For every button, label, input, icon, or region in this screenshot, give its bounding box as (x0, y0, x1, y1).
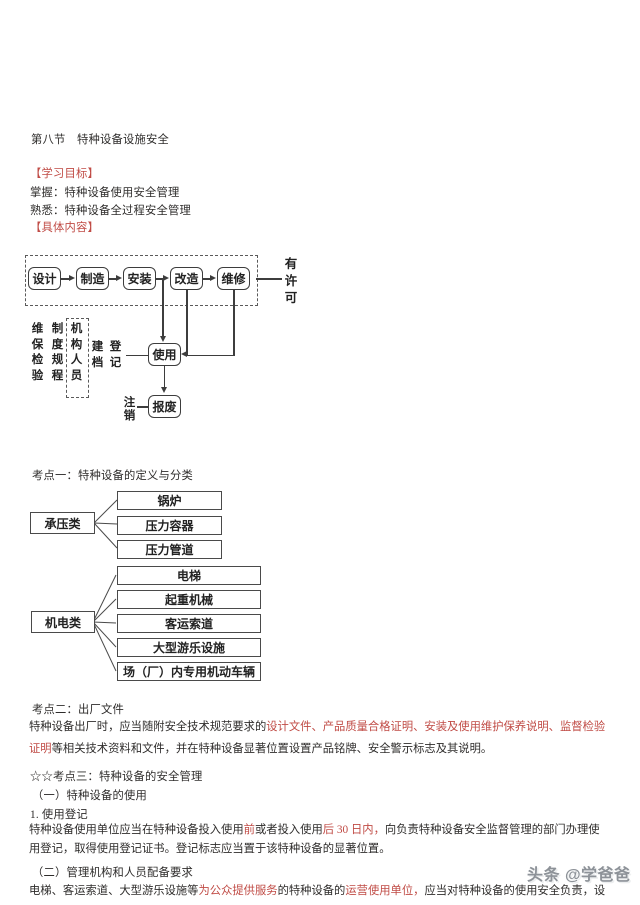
objective-line-familiar: 熟悉：特种设备全过程安全管理 (30, 205, 191, 217)
arrowhead (163, 274, 169, 281)
category-electromechanical: 机电类 (31, 611, 95, 633)
arrowhead (161, 387, 167, 393)
connector-line (233, 290, 235, 356)
registration-label: 登记 (109, 341, 122, 369)
arrowhead (210, 274, 216, 281)
body-text: 电梯、客运索道、大型游乐设施等 (29, 885, 199, 897)
flow-box-use: 使用 (148, 343, 181, 366)
body-text: 特种设备使用单位应当在特种设备投入使用 (29, 824, 244, 836)
keypoint3-item1: 1. 使用登记 (30, 809, 88, 821)
filing-label: 建档 (91, 341, 104, 369)
connector-line (109, 278, 118, 280)
body-text: 向负责特种设备安全监督管理的部门办理使用登记，取得使用登记证书。登记标志应当置于… (29, 824, 600, 855)
body-text: 的特种设备的 (277, 885, 346, 897)
maintenance-inspection-label: 维保检验 (31, 323, 44, 382)
tree-item-boiler: 锅炉 (117, 491, 222, 510)
connector-line (156, 278, 165, 280)
connector-line (137, 406, 148, 408)
flow-box-modify: 改造 (170, 267, 203, 290)
electromechanical-class-tree: 机电类 电梯 起重机械 客运索道 大型游乐设施 场（厂）内专用机动车辆 (0, 566, 640, 682)
flow-box-install: 安装 (123, 267, 156, 290)
category-pressure: 承压类 (30, 512, 95, 534)
tree-item-ropeway: 客运索道 (117, 614, 261, 633)
section-title: 第八节 特种设备设施安全 (31, 134, 169, 146)
connector-line (61, 278, 70, 280)
flow-box-design: 设计 (28, 267, 61, 290)
connector-line (126, 354, 148, 356)
keypoint3-sub1: （一）特种设备的使用 (32, 790, 147, 802)
rules-regulations-label: 制度规程 (51, 323, 64, 382)
highlighted-red-text: 前 (243, 824, 255, 836)
tree-item-crane: 起重机械 (117, 590, 261, 609)
license-connector-line (256, 278, 282, 280)
tree-item-vessel: 压力容器 (117, 516, 222, 535)
keypoint2-paragraph: 特种设备出厂时，应当随附安全技术规范要求的设计文件、产品质量合格证明、安装及使用… (29, 717, 609, 760)
keypoint3-paragraph1: 特种设备使用单位应当在特种设备投入使用前或者投入使用后 30 日内，向负责特种设… (29, 821, 609, 859)
connector-line (203, 278, 212, 280)
keypoint3-paragraph2: 电梯、客运索道、大型游乐设施等为公众提供服务的特种设备的运营使用单位，应当对特种… (29, 882, 609, 901)
connector-line (162, 278, 164, 337)
body-text: 应当对特种设备的使用安全负责，设 (424, 885, 606, 897)
highlighted-red-text: 运营使用单位， (345, 885, 425, 897)
organization-personnel-label: 机构人员 (70, 323, 83, 382)
keypoint2-title: 考点二：出厂文件 (32, 704, 124, 716)
connector-line (187, 354, 234, 356)
licensed-stages-dashed-box (25, 255, 258, 306)
arrowhead (116, 274, 122, 281)
content-header: 【具体内容】 (30, 222, 99, 234)
connector-line (163, 366, 165, 388)
body-text: 特种设备出厂时，应当随附安全技术规范要求的 (29, 721, 267, 733)
tree-item-amusement: 大型游乐设施 (117, 638, 261, 657)
license-required-label: 有许可 (284, 257, 298, 305)
tree-item-elevator: 电梯 (117, 566, 261, 585)
keypoint3-sub2: （二）管理机构和人员配备要求 (32, 867, 193, 879)
arrowhead (159, 336, 166, 342)
toutiao-watermark: 头条 @学爸爸 (527, 867, 631, 884)
tree-fan-lines (93, 499, 118, 549)
highlighted-red-text: 为公众提供服务 (198, 885, 278, 897)
objective-line-master: 掌握：特种设备使用安全管理 (30, 187, 180, 199)
flow-box-scrap: 报废 (148, 395, 181, 418)
connector-line (186, 290, 188, 355)
highlighted-red-text: 后 30 日内， (322, 824, 385, 836)
objectives-header: 【学习目标】 (30, 168, 99, 180)
keypoint3-title: ☆☆考点三：特种设备的安全管理 (30, 771, 203, 783)
arrowhead (69, 274, 75, 281)
cancel-registration-label: 注销 (123, 397, 136, 422)
pressure-class-tree: 承压类 锅炉 压力容器 压力管道 (0, 491, 640, 561)
highlighted-red-text: 设计文件、产品质量合格证明、安装及使用维护保养说明、监督检验证明 (29, 721, 606, 755)
flow-box-repair: 维修 (217, 267, 250, 290)
tree-fan-lines (92, 574, 117, 672)
flow-box-manufacture: 制造 (76, 267, 109, 290)
lifecycle-flow-diagram: 设计 制造 安装 改造 维修 有许可 维保检验 制度规程 机构人员 建档 登记 (0, 255, 640, 430)
organization-personnel-dashed-box: 机构人员 (66, 318, 89, 398)
arrowhead (181, 351, 187, 357)
body-text: 或者投入使用 (254, 824, 323, 836)
tree-item-pipe: 压力管道 (117, 540, 222, 559)
keypoint1-title: 考点一：特种设备的定义与分类 (32, 470, 193, 482)
tree-item-vehicle: 场（厂）内专用机动车辆 (117, 662, 261, 681)
body-text: 等相关技术资料和文件，并在特种设备显著位置设置产品铭牌、安全警示标志及其说明。 (51, 742, 493, 755)
